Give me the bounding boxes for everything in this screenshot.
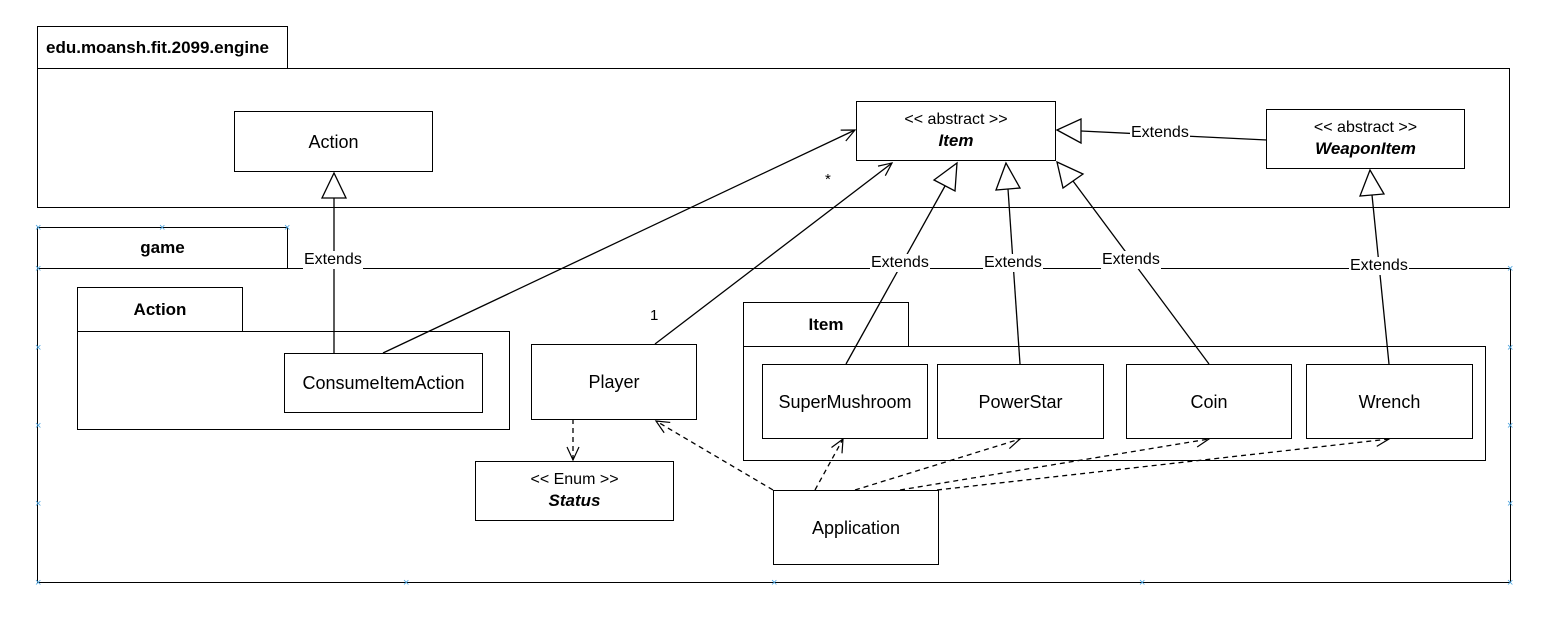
package-label-engine: edu.moansh.fit.2099.engine bbox=[46, 37, 269, 57]
selection-handle[interactable]: × bbox=[159, 222, 166, 234]
class-power-star[interactable]: PowerStar bbox=[937, 364, 1104, 439]
dependency-line-application-super-mushroom bbox=[814, 437, 844, 491]
class-status[interactable]: << Enum >> Status bbox=[475, 461, 674, 521]
package-tab-engine: edu.moansh.fit.2099.engine bbox=[37, 26, 288, 69]
selection-handle[interactable]: × bbox=[35, 342, 42, 354]
generalization-arrowhead bbox=[932, 161, 958, 193]
extends-line-power-star bbox=[1007, 188, 1021, 365]
class-name: Status bbox=[548, 491, 601, 510]
class-name: WeaponItem bbox=[1315, 139, 1416, 158]
extends-label-power-star: Extends bbox=[983, 254, 1043, 272]
selection-handle[interactable]: × bbox=[35, 577, 42, 589]
class-name: ConsumeItemAction bbox=[302, 373, 465, 393]
class-name: Action bbox=[308, 131, 359, 152]
extends-line-wrench bbox=[1371, 194, 1390, 365]
generalization-arrowhead bbox=[1359, 168, 1386, 197]
class-name: Coin bbox=[1190, 391, 1228, 412]
generalization-arrowhead bbox=[995, 161, 1022, 191]
selection-handle[interactable]: × bbox=[1507, 342, 1514, 354]
selection-handle[interactable]: × bbox=[35, 263, 42, 275]
package-frame-game-item bbox=[743, 346, 1486, 461]
dependency-line-application-power-star bbox=[854, 436, 1022, 491]
extends-label-coin: Extends bbox=[1101, 251, 1161, 269]
selection-handle[interactable]: × bbox=[35, 222, 42, 234]
class-stereotype: << abstract >> bbox=[904, 111, 1008, 128]
multiplicity-many: * bbox=[825, 171, 831, 188]
dependency-line-application-coin bbox=[899, 434, 1211, 491]
dependency-line-application-wrench bbox=[936, 433, 1391, 491]
package-label-game-action: Action bbox=[133, 299, 187, 319]
package-frame-game-action bbox=[77, 331, 510, 430]
class-name: SuperMushroom bbox=[778, 391, 912, 412]
generalization-arrowhead bbox=[1055, 117, 1082, 145]
generalization-arrowhead bbox=[320, 171, 348, 199]
class-name: Application bbox=[811, 517, 901, 538]
package-frame-engine bbox=[37, 68, 1510, 208]
selection-handle[interactable]: × bbox=[1139, 577, 1146, 589]
class-player[interactable]: Player bbox=[531, 344, 697, 420]
selection-handle[interactable]: × bbox=[284, 222, 291, 234]
extends-label-wrench: Extends bbox=[1349, 257, 1409, 275]
selection-handle[interactable]: × bbox=[1507, 263, 1514, 275]
class-engine-action[interactable]: Action bbox=[234, 111, 433, 172]
selection-handle[interactable]: × bbox=[1507, 577, 1514, 589]
extends-label-weapon-item: Extends bbox=[1130, 124, 1190, 142]
class-stereotype: << Enum >> bbox=[530, 471, 619, 488]
generalization-arrowhead bbox=[1056, 160, 1085, 190]
class-name: Player bbox=[588, 372, 640, 392]
selection-handle[interactable]: × bbox=[35, 420, 42, 432]
class-consume-item-action[interactable]: ConsumeItemAction bbox=[284, 353, 483, 413]
class-item[interactable]: << abstract >> Item bbox=[856, 101, 1056, 161]
multiplicity-one: 1 bbox=[650, 307, 659, 324]
extends-line-coin bbox=[1072, 180, 1210, 365]
extends-label-super-mushroom: Extends bbox=[870, 254, 930, 272]
extends-label-consume-action: Extends bbox=[303, 251, 363, 269]
class-name: PowerStar bbox=[978, 391, 1063, 412]
class-name: Item bbox=[938, 131, 974, 150]
association-line-player-item bbox=[654, 162, 894, 345]
class-coin[interactable]: Coin bbox=[1126, 364, 1292, 439]
selection-handle[interactable]: × bbox=[35, 498, 42, 510]
package-frame-game bbox=[37, 268, 1511, 583]
selection-handle[interactable]: × bbox=[1507, 498, 1514, 510]
selection-handle[interactable]: × bbox=[771, 577, 778, 589]
package-tab-game-item: Item bbox=[743, 302, 909, 347]
package-label-game-item: Item bbox=[808, 314, 844, 334]
class-stereotype: << abstract >> bbox=[1313, 119, 1418, 136]
dependency-line-application-player bbox=[654, 420, 774, 491]
association-line-consume-item bbox=[382, 129, 857, 354]
class-super-mushroom[interactable]: SuperMushroom bbox=[762, 364, 928, 439]
class-weapon-item[interactable]: << abstract >> WeaponItem bbox=[1266, 109, 1465, 169]
class-wrench[interactable]: Wrench bbox=[1306, 364, 1473, 439]
selection-handle[interactable]: × bbox=[403, 577, 410, 589]
selection-handle[interactable]: × bbox=[1507, 420, 1514, 432]
package-tab-game-action: Action bbox=[77, 287, 243, 332]
package-label-game: game bbox=[140, 238, 185, 257]
class-name: Wrench bbox=[1358, 391, 1421, 412]
extends-line-super-mushroom bbox=[845, 185, 946, 365]
class-application[interactable]: Application bbox=[773, 490, 939, 565]
